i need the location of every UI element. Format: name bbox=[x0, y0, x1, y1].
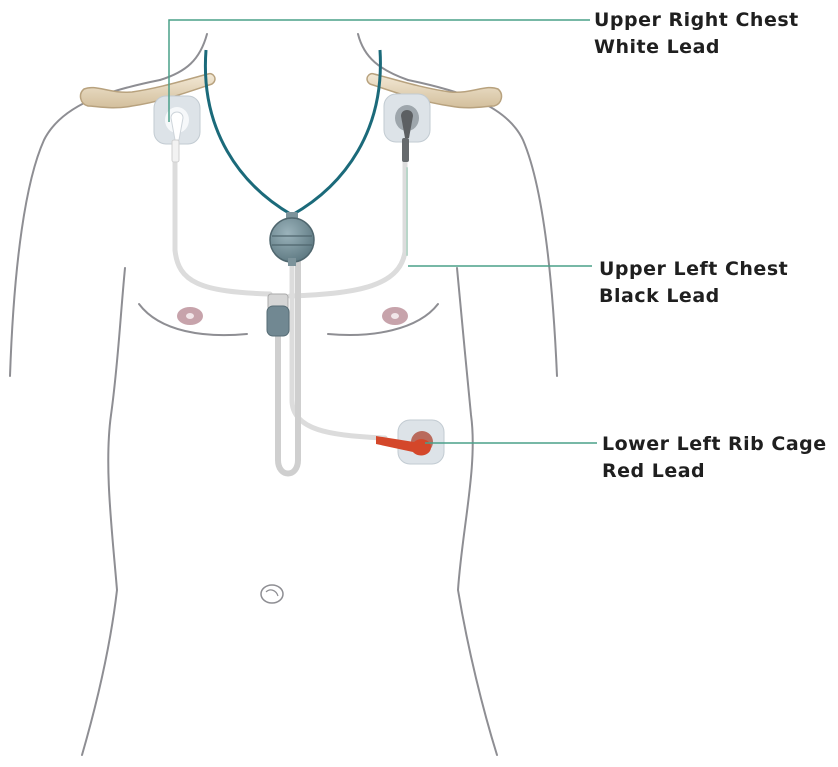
electrode-lower-left bbox=[376, 420, 444, 464]
lead-wires bbox=[175, 140, 407, 474]
neck-left bbox=[160, 34, 207, 80]
callout-upper-left-chest: Upper Left Chest Black Lead bbox=[599, 256, 788, 310]
body-outline bbox=[10, 34, 557, 755]
necklace-lanyard bbox=[205, 50, 380, 215]
neck-right bbox=[358, 34, 408, 80]
left-armpit bbox=[82, 268, 125, 755]
right-pectoral bbox=[328, 304, 438, 335]
callout-upper-right-lead: White Lead bbox=[594, 34, 799, 61]
left-nipple bbox=[177, 307, 203, 325]
left-shoulder-arm bbox=[10, 80, 160, 376]
callout-upper-right-location: Upper Right Chest bbox=[594, 7, 799, 34]
monitor-cable-loop bbox=[278, 256, 298, 474]
callout-lower-left-location: Lower Left Rib Cage bbox=[602, 431, 827, 458]
right-armpit bbox=[457, 268, 497, 755]
right-nipple bbox=[382, 307, 408, 325]
callout-upper-left-lead: Black Lead bbox=[599, 283, 788, 310]
lead-connector-plug bbox=[267, 294, 289, 336]
electrode-upper-left bbox=[384, 94, 430, 162]
black-lead-wire bbox=[290, 140, 405, 296]
white-lead-wire bbox=[175, 145, 270, 294]
monitor-device bbox=[270, 212, 314, 266]
callout-upper-left-location: Upper Left Chest bbox=[599, 256, 788, 283]
callout-lower-left-lead: Red Lead bbox=[602, 458, 827, 485]
callout-upper-right-chest: Upper Right Chest White Lead bbox=[594, 7, 799, 61]
callout-lower-left-rib-cage: Lower Left Rib Cage Red Lead bbox=[602, 431, 827, 485]
electrode-upper-right bbox=[154, 96, 200, 162]
navel bbox=[261, 585, 283, 603]
